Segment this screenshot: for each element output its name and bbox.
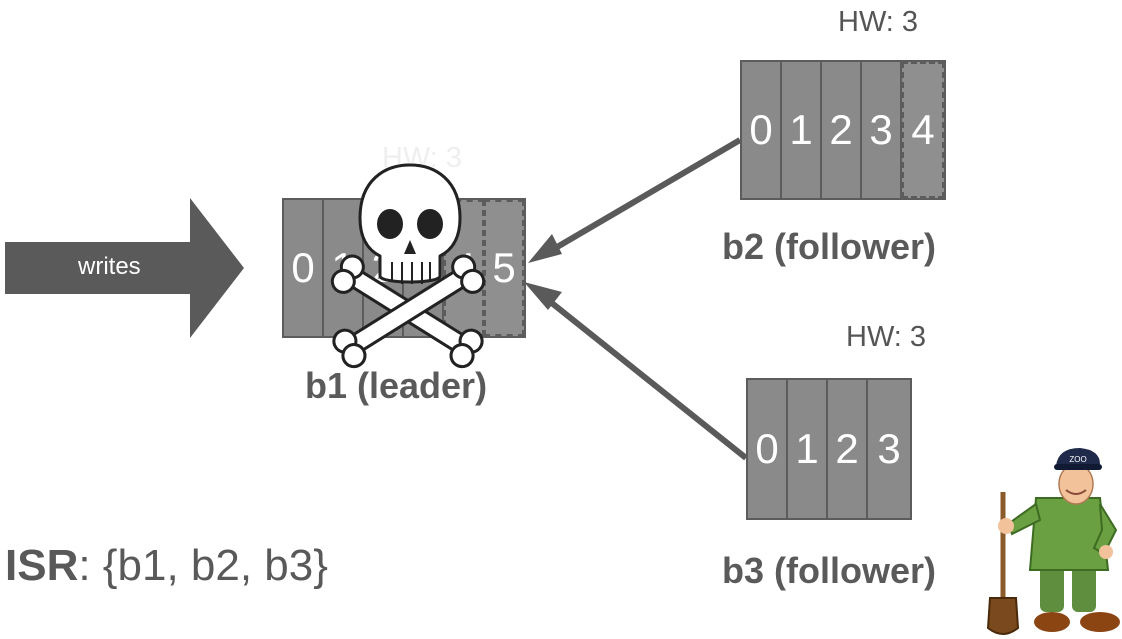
b1-offset-3: 3 xyxy=(404,200,444,336)
b2-offset-0: 0 xyxy=(742,62,782,198)
b2-hw-label: HW: 3 xyxy=(838,6,919,38)
svg-text:ZOO: ZOO xyxy=(1069,455,1086,464)
b3-offset-2: 2 xyxy=(828,380,868,518)
b1-log: 0 1 2 3 4 5 xyxy=(282,198,526,338)
b3-offset-0: 0 xyxy=(748,380,788,518)
b1-offset-1: 1 xyxy=(324,200,364,336)
b1-offset-5: 5 xyxy=(484,200,524,336)
zookeeper-mascot-icon: ZOO xyxy=(986,448,1120,635)
b2-offset-2: 2 xyxy=(822,62,862,198)
b1-offset-4: 4 xyxy=(444,200,484,336)
b2-log: 0 1 2 3 4 xyxy=(740,60,946,200)
b3-label: b3 (follower) xyxy=(722,550,936,591)
b3-hw-label: HW: 3 xyxy=(846,321,927,353)
b1-offset-2: 2 xyxy=(364,200,404,336)
b3-log: 0 1 2 3 xyxy=(746,378,912,520)
isr-members: : {b1, b2, b3} xyxy=(78,541,328,590)
writes-label: writes xyxy=(78,253,141,280)
b2-offset-1: 1 xyxy=(782,62,822,198)
isr-prefix: ISR xyxy=(5,541,79,590)
replication-arrow-b2 xyxy=(528,137,742,263)
b2-offset-3: 3 xyxy=(862,62,902,198)
b1-offset-0: 0 xyxy=(284,200,324,336)
b2-label: b2 (follower) xyxy=(722,226,936,267)
b1-hw-label: HW: 3 xyxy=(382,142,463,174)
replication-arrow-b3 xyxy=(524,282,748,461)
b2-offset-4: 4 xyxy=(902,62,944,198)
writes-arrow xyxy=(5,198,244,338)
b1-label: b1 (leader) xyxy=(305,365,488,406)
b3-offset-3: 3 xyxy=(877,425,901,472)
b3-offset-1: 1 xyxy=(788,380,828,518)
isr-text: ISR: {b1, b2, b3} xyxy=(5,541,328,591)
